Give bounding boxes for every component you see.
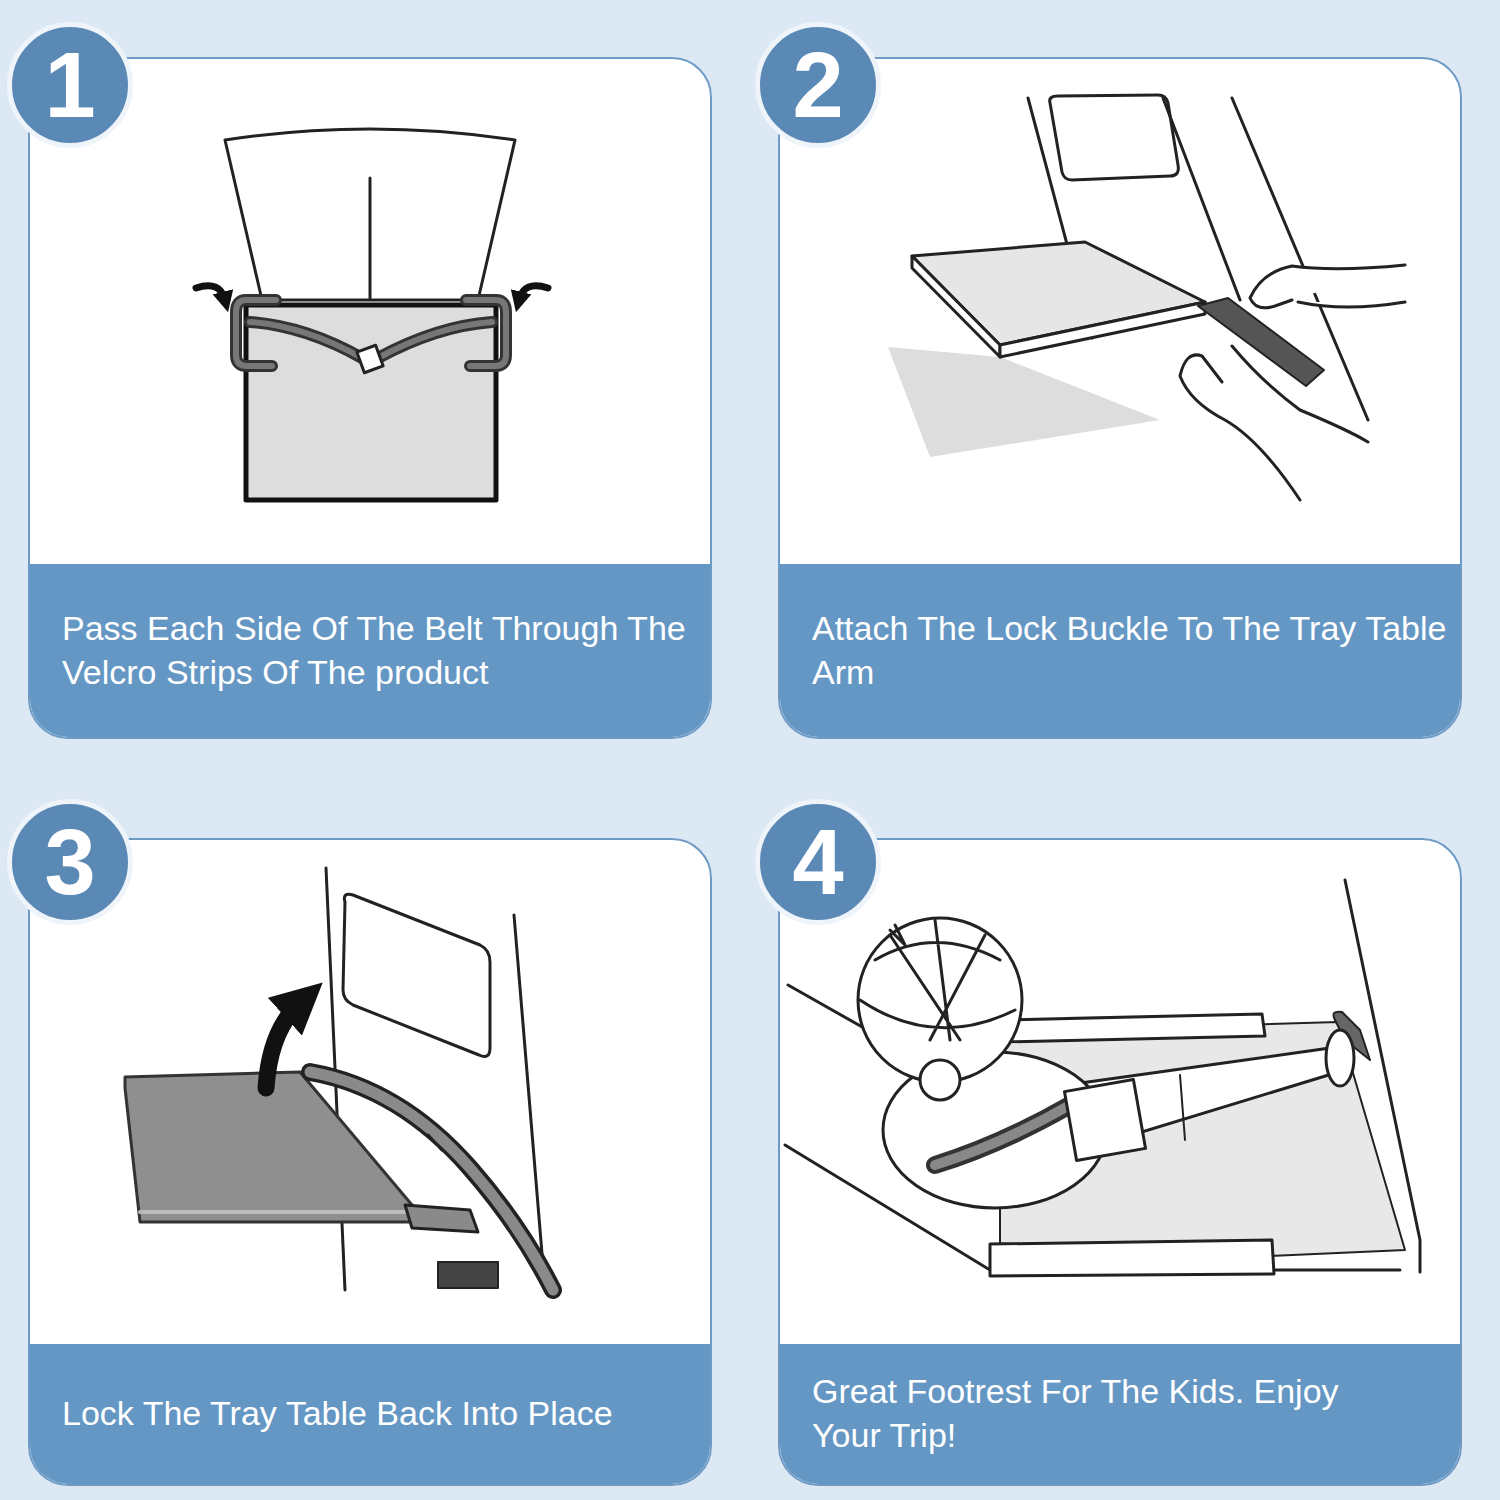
step-panel: Great Footrest For The Kids. Enjoy Your … bbox=[778, 838, 1462, 1486]
step-number: 4 bbox=[792, 816, 843, 908]
step-number-circle: 1 bbox=[7, 22, 133, 148]
step-number: 3 bbox=[44, 816, 95, 908]
kid-footrest-drawing-part bbox=[920, 1060, 960, 1100]
tray-lock-drawing-part bbox=[428, 1135, 442, 1150]
caption-text-group: Great Footrest For The Kids. Enjoy Your … bbox=[812, 1370, 1342, 1457]
tray-buckle-drawing-part bbox=[1180, 346, 1368, 500]
seat-belt-drawing-part bbox=[236, 300, 276, 366]
seat-belt-drawing-part bbox=[246, 305, 496, 500]
kid-footrest-drawing-part bbox=[935, 1105, 1070, 1165]
tray-buckle-drawing-part bbox=[1163, 98, 1240, 300]
panel-ground bbox=[28, 57, 1462, 1486]
step-panel: Pass Each Side Of The Belt Through The V… bbox=[28, 57, 712, 739]
caption-text-group: Lock The Tray Table Back Into Place bbox=[62, 1392, 702, 1436]
seat-belt-drawing-part bbox=[466, 300, 506, 366]
step-caption: Pass Each Side Of The Belt Through The V… bbox=[62, 607, 702, 694]
seat-belt-drawing-part bbox=[466, 300, 506, 366]
kid-footrest-drawing-part bbox=[860, 920, 1015, 1040]
kid-footrest-drawing bbox=[785, 880, 1420, 1276]
tray-lock-drawing-part bbox=[310, 1072, 553, 1290]
kid-footrest-drawing-part bbox=[1045, 1048, 1345, 1160]
caption-text-group: Attach The Lock Buckle To The Tray Table… bbox=[812, 607, 1452, 694]
tray-buckle-drawing-part bbox=[912, 242, 1205, 345]
kid-footrest-drawing-part bbox=[858, 918, 1022, 1082]
step-caption: Great Footrest For The Kids. Enjoy Your … bbox=[812, 1370, 1342, 1457]
tray-lock-drawing bbox=[125, 868, 553, 1290]
tray-lock-drawing-part bbox=[405, 1205, 478, 1232]
caption-band: Lock The Tray Table Back Into Place bbox=[30, 1344, 710, 1484]
kid-footrest-drawing-part bbox=[890, 925, 905, 945]
step-caption: Attach The Lock Buckle To The Tray Table… bbox=[812, 607, 1452, 694]
step-number-circle: 4 bbox=[755, 799, 881, 925]
seat-belt-drawing-part bbox=[236, 300, 276, 366]
step-panel: Lock The Tray Table Back Into Place bbox=[28, 838, 712, 1486]
tray-lock-drawing-part bbox=[140, 1210, 412, 1214]
kid-footrest-drawing-part bbox=[990, 1240, 1274, 1276]
step-number-circle: 3 bbox=[7, 799, 133, 925]
tray-buckle-drawing-part bbox=[1000, 302, 1205, 357]
tray-buckle-drawing-part bbox=[1250, 265, 1405, 308]
seat-belt-drawing bbox=[196, 129, 548, 500]
seat-belt-drawing-part bbox=[519, 286, 548, 300]
step-number: 2 bbox=[792, 39, 843, 131]
kid-footrest-drawing-part bbox=[1000, 1014, 1265, 1042]
panel-ground-part bbox=[778, 838, 1462, 1486]
kid-footrest-drawing-part bbox=[1326, 1030, 1354, 1086]
kid-footrest-drawing-part bbox=[1180, 1075, 1185, 1140]
seat-belt-drawing-part bbox=[369, 178, 372, 298]
kid-footrest-drawing-part bbox=[935, 1105, 1070, 1165]
step-caption: Lock The Tray Table Back Into Place bbox=[62, 1392, 702, 1436]
tray-buckle-drawing bbox=[888, 95, 1405, 500]
seat-belt-drawing-part bbox=[357, 345, 383, 373]
panel-ground-part bbox=[778, 57, 1462, 739]
tray-lock-drawing-part bbox=[266, 1003, 300, 1088]
seat-belt-drawing-part bbox=[196, 286, 225, 300]
tray-buckle-drawing-part bbox=[912, 256, 1000, 357]
seat-belt-drawing-part bbox=[225, 129, 515, 300]
step-number: 1 bbox=[44, 39, 95, 131]
tray-lock-drawing-part bbox=[438, 1262, 498, 1288]
caption-band: Great Footrest For The Kids. Enjoy Your … bbox=[780, 1344, 1460, 1484]
kid-footrest-drawing-part bbox=[1064, 1079, 1145, 1160]
caption-band: Pass Each Side Of The Belt Through The V… bbox=[30, 564, 710, 737]
step-number-circle: 2 bbox=[755, 22, 881, 148]
caption-band: Attach The Lock Buckle To The Tray Table… bbox=[780, 564, 1460, 737]
caption-text-group: Pass Each Side Of The Belt Through The V… bbox=[62, 607, 702, 694]
tray-lock-drawing-part bbox=[310, 1072, 553, 1290]
step-panel: Attach The Lock Buckle To The Tray Table… bbox=[778, 57, 1462, 739]
tray-lock-drawing-part bbox=[343, 894, 490, 1056]
panel-ground-part bbox=[28, 838, 712, 1486]
tray-buckle-drawing-part bbox=[888, 347, 1160, 457]
tray-buckle-drawing-part bbox=[1050, 95, 1179, 180]
panel-ground-part bbox=[28, 57, 712, 739]
